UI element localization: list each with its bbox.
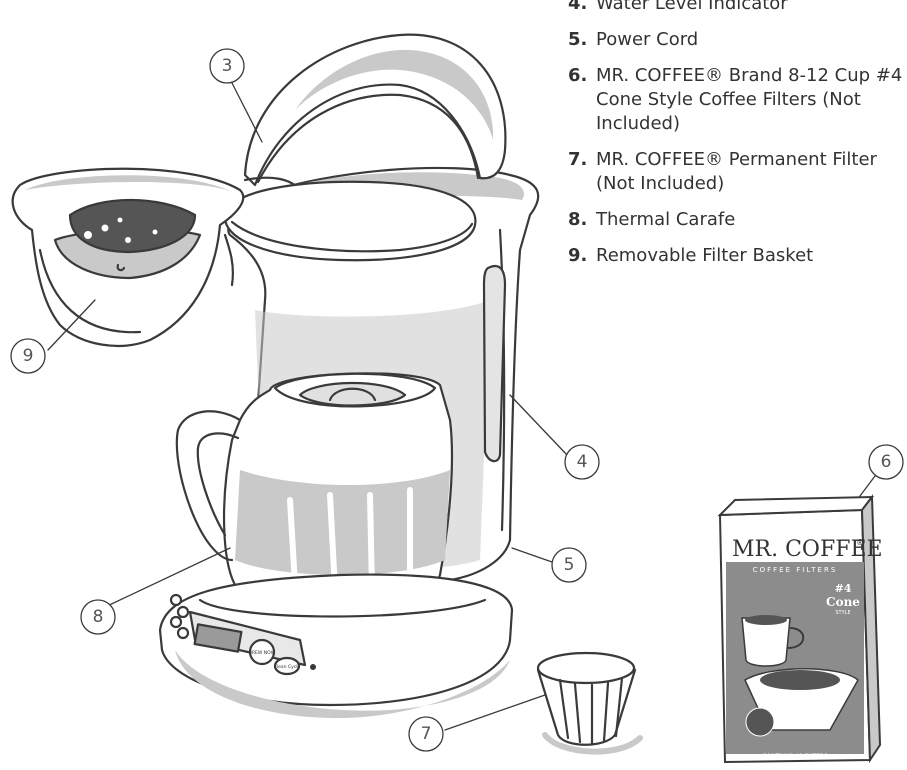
part-label: Power Cord [596,29,698,50]
callout-6: 6 [881,452,892,472]
part-number: 8. [568,208,587,232]
parts-list-item: 4. Water Level Indicator [568,0,907,16]
thermal-carafe [177,373,452,597]
callout-7: 7 [421,724,432,744]
part-label: MR. COFFEE® Brand 8-12 Cup #4 Cone Style… [596,65,902,134]
part-number: 7. [568,148,587,172]
part-label: Thermal Carafe [596,209,735,230]
callout-9: 9 [23,346,34,366]
callout-4: 4 [577,452,588,472]
clean-label: Clean Cycle [274,664,301,670]
callout-3: 3 [222,56,233,76]
package-style-word: Cone [826,595,860,609]
package-subtitle: COFFEE FILTERS [753,566,838,574]
package-size: #4 [835,582,852,595]
permanent-filter [538,653,640,752]
part-number: 4. [568,0,587,16]
parts-list-item: 5. Power Cord [568,28,907,52]
part-number: 9. [568,244,587,268]
package-cup [742,618,790,666]
brew-now-label: BREW NOW [249,650,276,656]
parts-list-item: 9. Removable Filter Basket [568,244,907,268]
part-label: MR. COFFEE® Permanent Filter (Not Includ… [596,149,877,194]
package-registered: ® [856,538,864,547]
parts-list: 4. Water Level Indicator 5. Power Cord 6. M… [568,0,907,280]
part-label: Water Level Indicator [596,0,788,14]
top-cover [225,182,476,260]
callout-5: 5 [564,555,575,575]
package-count: CONTAINS 40 FILTERS [762,753,828,760]
parts-list-item: 7. MR. COFFEE® Permanent Filter (Not Incl… [568,148,907,196]
filter-basket [13,169,244,346]
part-label: Removable Filter Basket [596,245,813,266]
lid [245,35,505,190]
part-number: 5. [568,28,587,52]
callout-8: 8 [93,607,104,627]
parts-list-item: 8. Thermal Carafe [568,208,907,232]
package-style-small: STYLE [835,610,850,616]
part-number: 6. [568,64,587,88]
filter-package: MR. COFFEE ® COFFEE FILTERS #4 Cone STYL… [720,497,883,762]
parts-list-item: 6. MR. COFFEE® Brand 8-12 Cup #4 Cone Sty… [568,64,907,136]
